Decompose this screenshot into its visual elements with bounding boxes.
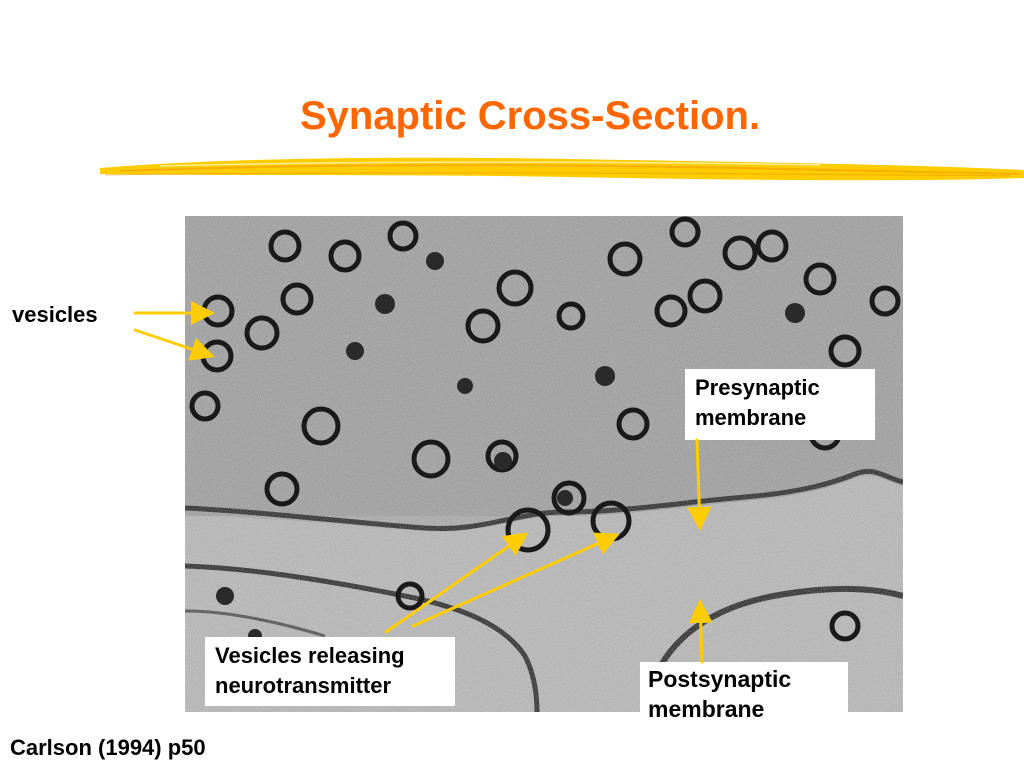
presynaptic-line-2: membrane (695, 405, 807, 430)
citation: Carlson (1994) p50 (10, 735, 206, 760)
postsynaptic-line-2: membrane (648, 696, 765, 722)
postsynaptic-line-1: Postsynaptic (648, 666, 792, 692)
brush-underline (100, 157, 1024, 181)
releasing-line-2: neurotransmitter (215, 673, 392, 698)
slide-title: Synaptic Cross-Section. (299, 94, 761, 138)
releasing-line-1: Vesicles releasing (215, 643, 405, 668)
postsynaptic-membrane-label: Postsynaptic membrane (640, 662, 848, 734)
presynaptic-membrane-label: Presynaptic membrane (685, 369, 875, 440)
electron-micrograph (185, 216, 903, 712)
vesicles-label: vesicles (12, 302, 98, 327)
presynaptic-line-1: Presynaptic (695, 375, 820, 400)
vesicles-releasing-label: Vesicles releasing neurotransmitter (205, 637, 455, 706)
